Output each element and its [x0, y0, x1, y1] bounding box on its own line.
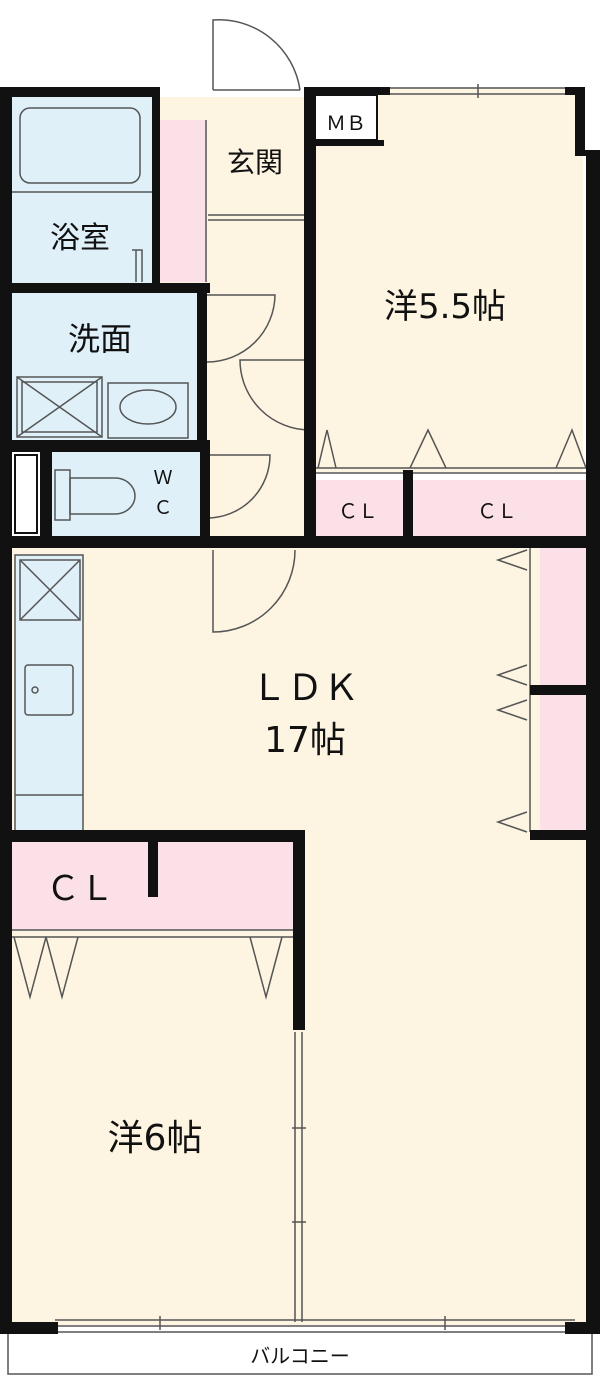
wc-door: [206, 454, 271, 519]
ldk-size-label: 17帖: [264, 720, 346, 761]
bathtub: [19, 107, 141, 184]
bath-label: 浴室: [50, 221, 110, 256]
western-a-door: [239, 359, 311, 431]
balcony-outline: [7, 1331, 593, 1375]
closet-b-area: [413, 480, 586, 536]
wc-label-c: Ｃ: [153, 497, 172, 519]
kitchen-sink: [24, 664, 74, 716]
floor-areas: [12, 87, 587, 1325]
front-door: [212, 19, 301, 91]
ldk-storage-upper: [540, 548, 586, 688]
closet-a-area: [316, 480, 403, 536]
washing-machine-pan: [16, 376, 103, 438]
washroom-label: 洗面: [68, 320, 132, 358]
western-a-label: 洋5.5帖: [384, 287, 506, 327]
balcony-label: バルコニー: [250, 1344, 350, 1368]
washroom-door: [206, 294, 276, 363]
ldk-name-label: ＬＤＫ: [251, 668, 359, 709]
western-b-label: 洋6帖: [108, 1118, 203, 1159]
mb-label: ＭＢ: [326, 111, 366, 135]
stove: [19, 559, 81, 621]
kitchen-counter: [14, 554, 84, 834]
wash-basin: [107, 382, 189, 439]
walls: [0, 87, 600, 1334]
toilet-bowl: [69, 477, 136, 515]
doors: [132, 19, 311, 633]
closet-c-label: ＣＬ: [46, 869, 114, 909]
washroom-floor: [12, 293, 197, 440]
entrance-shoe-cabinet: [160, 120, 206, 282]
western-a-floor: [313, 87, 583, 472]
wc-label-w: Ｗ: [153, 467, 172, 489]
western-b-floor: [12, 930, 297, 1325]
ldk-door: [212, 549, 296, 633]
closet-b-label: ＣＬ: [477, 499, 517, 523]
wc-floor: [50, 452, 200, 538]
entrance-label: 玄関: [227, 146, 283, 179]
ldk-storage-lower: [540, 695, 586, 832]
fixtures: [7, 84, 593, 1375]
closet-a-label: ＣＬ: [338, 499, 378, 523]
bath-door: [132, 249, 143, 282]
room-labels: 浴室 玄関 ＭＢ 洋5.5帖 洗面 Ｗ Ｃ ＣＬ ＣＬ ＬＤＫ 17帖 ＣＬ 洋…: [46, 111, 517, 1368]
